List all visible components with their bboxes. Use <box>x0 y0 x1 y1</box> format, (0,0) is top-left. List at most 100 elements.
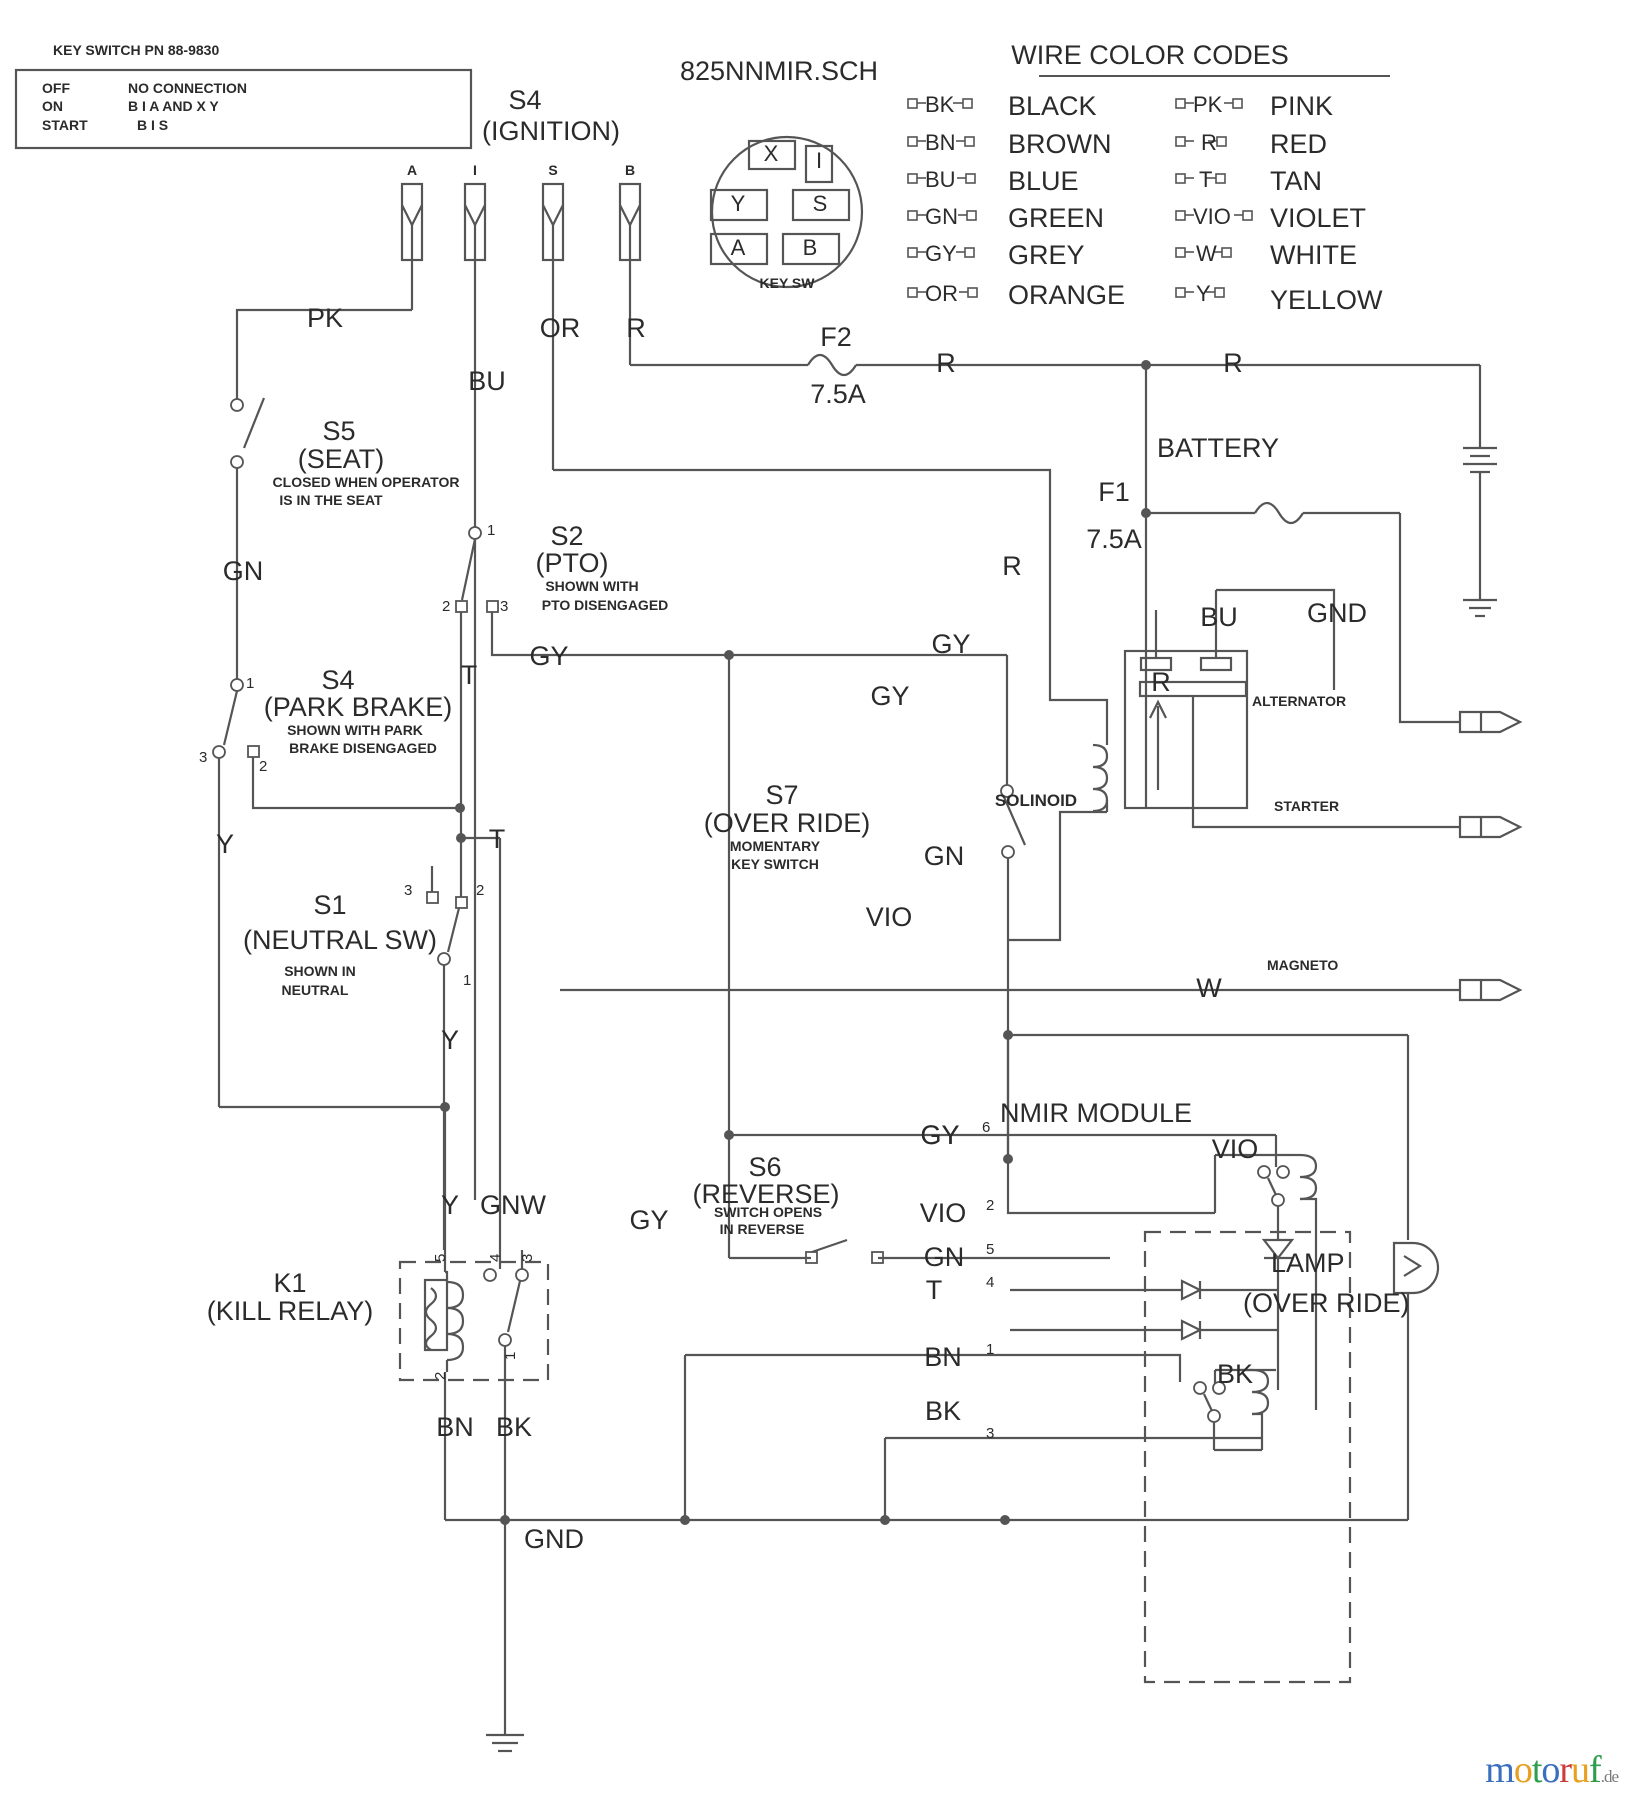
keysw-terminal-S: S <box>812 191 828 216</box>
s2-ref: S2 <box>550 521 584 551</box>
s2-note2: PTO DISENGAGED <box>541 597 669 613</box>
s2-terminal-num-3: 3 <box>500 598 509 615</box>
nmir-pin-label-3: BK <box>924 1396 962 1426</box>
s4pb-note1: SHOWN WITH PARK <box>287 722 423 738</box>
s1-terminal-num-3: 3 <box>404 882 413 899</box>
starter-connector <box>1191 790 1523 839</box>
keysw-terminal-B: B <box>802 235 818 260</box>
fuse-f2-rating: 7.5A <box>810 379 866 409</box>
wire-label-gn-sol: GN <box>923 841 965 871</box>
s7-override-switch <box>640 650 1027 940</box>
ground-symbol-right <box>1463 598 1497 618</box>
k1-pin-num-5: 5 <box>432 1253 449 1262</box>
nmir-pin-num-6: 6 <box>982 1119 991 1136</box>
k1-kill-relay <box>398 1250 550 1520</box>
s1-terminal-num-1: 1 <box>463 972 472 989</box>
color-name-right-2: TAN <box>1270 166 1322 196</box>
magneto-label: MAGNETO <box>1267 957 1339 973</box>
fuse-f1-rating: 7.5A <box>1086 524 1142 554</box>
s4pb-terminal-num-3: 3 <box>199 749 208 766</box>
color-name-right-5: YELLOW <box>1270 285 1383 315</box>
s4-park-brake-switch <box>212 678 460 1107</box>
color-code-left-4: GY <box>925 241 957 266</box>
wire-label-r-sol: R <box>1002 551 1022 581</box>
wire-label-gy-s7: GY <box>870 681 910 711</box>
keysw-terminal-Y: Y <box>730 191 746 216</box>
gnd-bottom-label: GND <box>524 1524 584 1554</box>
s6-reverse-switch <box>724 655 1110 1264</box>
wire-label-gnw: GNW <box>480 1190 546 1220</box>
key-switch-note-state-2: START <box>42 117 88 133</box>
color-code-left-1: BN <box>925 130 956 155</box>
color-code-left-5: OR <box>925 281 958 306</box>
s5-note1: CLOSED WHEN OPERATOR <box>272 474 460 490</box>
ign-terminal-I <box>463 182 487 1200</box>
wire-label-r-alt: R <box>1151 667 1171 697</box>
wire-label-gy-pto: GY <box>529 641 569 671</box>
key-switch-note-conn-1: B I A AND X Y <box>128 98 219 114</box>
wire-label-t-neutral: T <box>488 824 506 854</box>
s7-note2: KEY SWITCH <box>731 856 819 872</box>
s5-ref: S5 <box>322 416 356 446</box>
magneto-connector <box>560 978 1523 1002</box>
wire-color-codes-heading: WIRE COLOR CODES <box>1011 40 1289 70</box>
watermark: motoruf.de <box>1485 1749 1619 1791</box>
s7-ref: S7 <box>765 780 799 810</box>
k1-name: (KILL RELAY) <box>206 1296 374 1326</box>
color-name-left-2: BLUE <box>1008 166 1079 196</box>
k1-pin-num-1: 1 <box>502 1351 519 1360</box>
wire-label-bn-k1: BN <box>436 1412 474 1442</box>
wire-label-pk: PK <box>306 303 344 333</box>
k1-pin-num-3: 3 <box>519 1253 536 1262</box>
wire-label-bk-lamp: BK <box>1216 1359 1254 1389</box>
color-name-left-3: GREEN <box>1008 203 1105 233</box>
key-switch-note-heading: KEY SWITCH PN 88-9830 <box>53 42 220 58</box>
nmir-pin-num-4: 4 <box>986 1274 995 1291</box>
key-switch-symbol <box>709 135 864 289</box>
s5-note2: IS IN THE SEAT <box>279 492 383 508</box>
s1-note1: SHOWN IN <box>284 963 356 979</box>
page-title: 825NNMIR.SCH <box>679 56 879 86</box>
s4pb-note2: BRAKE DISENGAGED <box>289 740 437 756</box>
nmir-pin-label-5: GN <box>923 1242 965 1272</box>
s6-name: (REVERSE) <box>692 1179 840 1209</box>
s2-pto-switch <box>455 526 640 690</box>
k1-pin-num-2: 2 <box>432 1371 449 1380</box>
nmir-module-label: NMIR MODULE <box>999 1098 1193 1128</box>
s4pb-ref: S4 <box>321 665 355 695</box>
nmir-pin-label-2: VIO <box>919 1198 967 1228</box>
s7-name: (OVER RIDE) <box>703 808 871 838</box>
wire-label-gy-nmir: GY <box>920 1120 960 1150</box>
nmir-module <box>685 1133 1352 1684</box>
solenoid <box>1048 588 1336 813</box>
ign-terminal-A <box>400 182 424 310</box>
lamp-override <box>1392 1035 1440 1520</box>
wire-label-r-batt: R <box>1223 348 1243 378</box>
key-switch-note-state-1: ON <box>42 98 63 114</box>
s6-note1: SWITCH OPENS <box>713 1204 823 1220</box>
color-code-right-3: VIO <box>1193 204 1231 229</box>
wire-label-r-f2: R <box>936 348 956 378</box>
starter-label: STARTER <box>1274 798 1340 814</box>
color-code-left-2: BU <box>925 167 956 192</box>
s2-note1: SHOWN WITH <box>545 578 639 594</box>
wire-label-or-sol: GY <box>931 629 971 659</box>
s4pb-name: (PARK BRAKE) <box>263 692 453 722</box>
keysw-terminal-X: X <box>763 141 779 166</box>
wire-label-bk-k1: BK <box>495 1412 533 1442</box>
ignition-terminal-label-B: B <box>624 162 636 178</box>
color-name-left-5: ORANGE <box>1008 280 1126 310</box>
s2-name: (PTO) <box>535 548 609 578</box>
color-code-left-0: BK <box>925 92 955 117</box>
s1-name: (NEUTRAL SW) <box>243 925 437 955</box>
ignition-terminal-label-I: I <box>473 162 477 178</box>
s1-ref: S1 <box>313 890 347 920</box>
color-code-right-4: W <box>1196 241 1217 266</box>
keysw-terminal-A: A <box>730 235 746 260</box>
s2-terminal-num-2: 2 <box>442 598 451 615</box>
s5-seat-switch <box>230 397 266 685</box>
color-code-right-5: Y <box>1196 281 1211 306</box>
color-code-right-0: PK <box>1193 92 1223 117</box>
wire-label-bu-right: BU <box>1200 602 1238 632</box>
